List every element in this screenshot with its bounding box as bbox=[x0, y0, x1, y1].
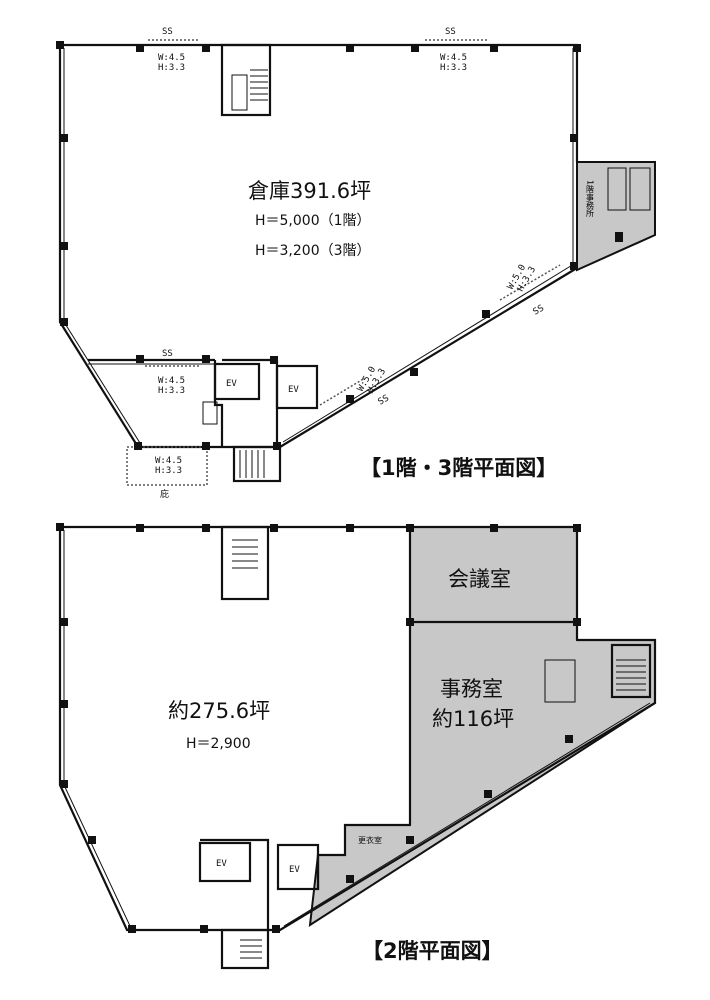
elevator-2f-a bbox=[198, 841, 252, 883]
warehouse-label: 倉庫391.6坪 bbox=[248, 179, 371, 203]
office-1f-label: 1階事務所 bbox=[586, 180, 595, 218]
office-partition bbox=[544, 659, 576, 703]
ev-label: EV bbox=[288, 385, 299, 395]
columns bbox=[56, 523, 581, 933]
door-height: H:3.3 bbox=[440, 63, 467, 73]
ev-label: EV bbox=[216, 859, 227, 869]
door-height: H:3.3 bbox=[158, 63, 185, 73]
elevator-1f-a bbox=[213, 362, 261, 401]
shutter-label: SS bbox=[162, 349, 173, 359]
shutter-label: SS bbox=[445, 27, 456, 37]
shutter-label: SS bbox=[532, 304, 546, 318]
office-2f-area-label: 約116坪 bbox=[432, 707, 514, 731]
stair-top-2f bbox=[220, 525, 270, 601]
height-2f: H＝2,900 bbox=[186, 736, 251, 752]
door-width: W:4.5 bbox=[155, 456, 182, 466]
ev-label: EV bbox=[289, 865, 300, 875]
meeting-room-label: 会議室 bbox=[448, 567, 511, 591]
ev-label: EV bbox=[226, 379, 237, 389]
plan-1f-3f: EV EV 庇 SS SS SS SS SS W:4.5 H:3.3 W:4.5… bbox=[56, 27, 656, 500]
canopy bbox=[126, 446, 208, 486]
stair-top bbox=[220, 43, 272, 117]
height-3f: H＝3,200（3階） bbox=[255, 243, 371, 259]
stair-bottom bbox=[232, 445, 282, 483]
stair-2f-office bbox=[610, 643, 652, 699]
outer-wall bbox=[58, 525, 657, 932]
door-width: W:4.5 bbox=[158, 53, 185, 63]
office-toilet bbox=[629, 167, 651, 211]
door-width: W:4.5 bbox=[440, 53, 467, 63]
door-width: W:4.5 bbox=[158, 376, 185, 386]
height-1f: H＝5,000（1階） bbox=[255, 213, 371, 229]
stair-bottom-2f bbox=[220, 928, 270, 970]
floor-area-label: 約275.6坪 bbox=[168, 699, 270, 723]
door-height: H:3.3 bbox=[155, 466, 182, 476]
shutter bbox=[319, 377, 366, 406]
canopy-label: 庇 bbox=[160, 488, 169, 500]
plan-2f-title: 【2階平面図】 bbox=[362, 939, 503, 963]
door-height: H:3.3 bbox=[158, 386, 185, 396]
shutter-label: SS bbox=[377, 394, 391, 408]
elevator-2f-b bbox=[276, 843, 320, 891]
locker-room-label: 更衣室 bbox=[358, 835, 382, 845]
plan-1f-3f-title: 【1階・3階平面図】 bbox=[360, 456, 557, 480]
office-1f-area bbox=[576, 161, 656, 272]
shutter bbox=[499, 264, 561, 301]
plan-2f: EV EV 会議室 事務室 約116坪 更衣室 約275.6坪 H＝2,900 … bbox=[56, 523, 657, 970]
columns bbox=[56, 41, 623, 450]
office-toilet bbox=[607, 167, 627, 211]
shutter-label: SS bbox=[162, 27, 173, 37]
office-2f-label: 事務室 bbox=[440, 677, 503, 701]
